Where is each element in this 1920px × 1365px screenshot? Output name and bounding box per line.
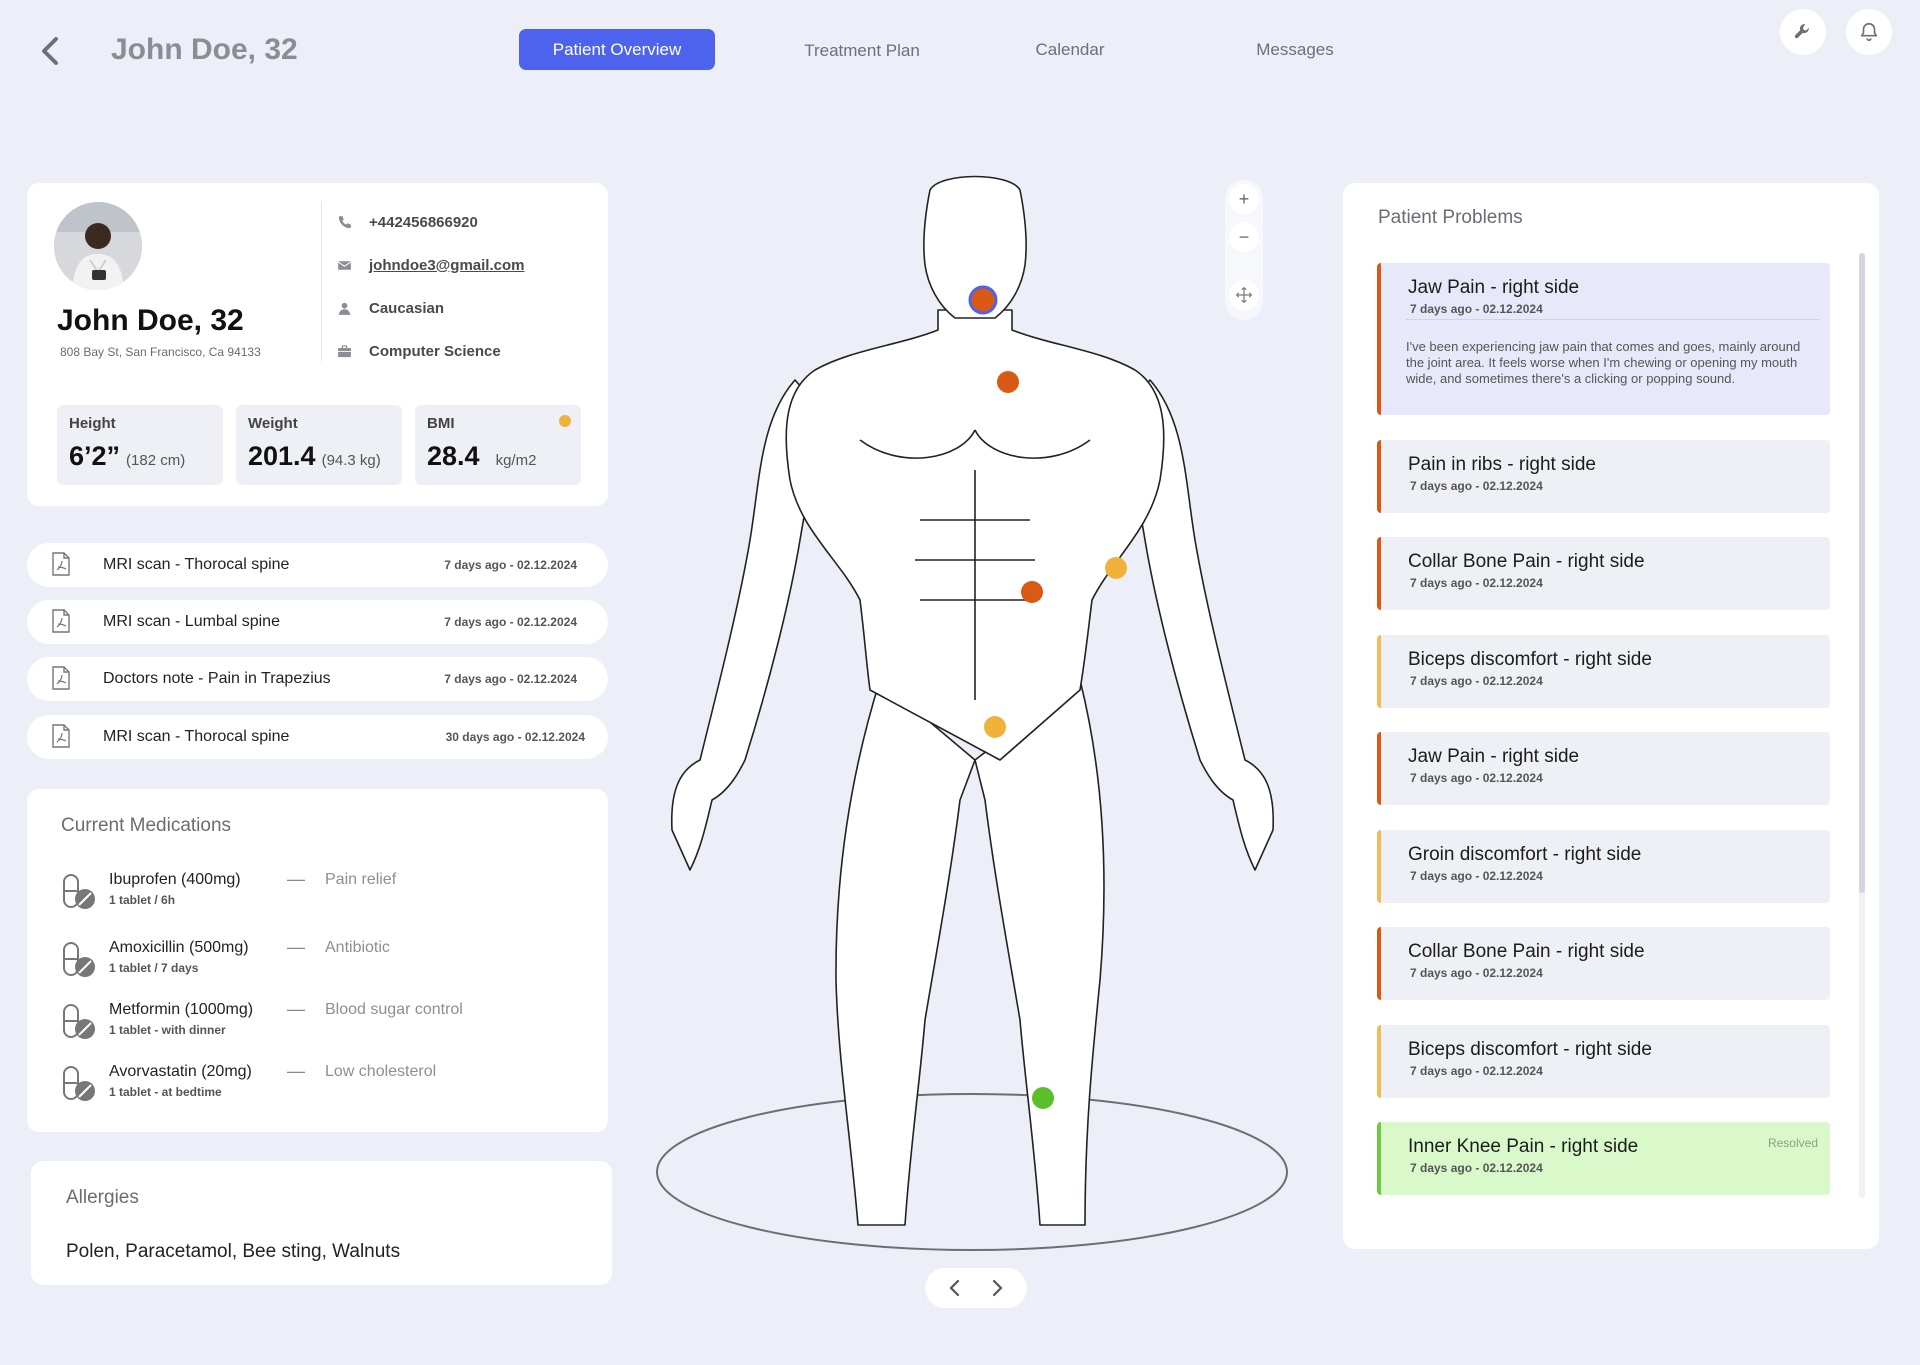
wrench-icon <box>1794 24 1809 39</box>
problem-item[interactable]: Jaw Pain - right side 7 days ago - 02.12… <box>1377 263 1830 415</box>
pain-marker-biceps <box>1105 557 1127 579</box>
back-button[interactable] <box>36 34 66 68</box>
body-view-pager <box>925 1268 1027 1308</box>
contact-ethnicity: Caucasian <box>335 299 444 317</box>
pan-button[interactable] <box>1229 280 1259 310</box>
pain-marker-jaw <box>968 285 998 315</box>
stat-height: Height 6’2”(182 cm) <box>57 405 223 485</box>
medications-card: Current Medications Ibuprofen (400mg) 1 … <box>27 789 608 1132</box>
problem-item[interactable]: Inner Knee Pain - right side 7 days ago … <box>1377 1122 1830 1195</box>
pdf-file-icon <box>52 609 70 633</box>
tab-calendar[interactable]: Calendar <box>1035 40 1105 59</box>
medication-item[interactable]: Metformin (1000mg) 1 tablet - with dinne… <box>61 999 581 1049</box>
medication-item[interactable]: Avorvastatin (20mg) 1 tablet - at bedtim… <box>61 1061 581 1111</box>
scrollbar[interactable] <box>1859 253 1865 1198</box>
problem-item[interactable]: Collar Bone Pain - right side 7 days ago… <box>1377 537 1830 610</box>
problem-item[interactable]: Pain in ribs - right side 7 days ago - 0… <box>1377 440 1830 513</box>
problem-description: I've been experiencing jaw pain that com… <box>1406 339 1801 386</box>
contact-phone[interactable]: +442456866920 <box>335 213 478 231</box>
back-arrow-icon <box>42 37 58 65</box>
scrollbar-thumb[interactable] <box>1859 253 1865 893</box>
phone-icon <box>335 213 353 231</box>
medication-item[interactable]: Amoxicillin (500mg) 1 tablet / 7 days — … <box>61 937 581 987</box>
problem-item[interactable]: Biceps discomfort - right side 7 days ag… <box>1377 1025 1830 1098</box>
contact-email[interactable]: johndoe3@gmail.com <box>335 256 524 274</box>
pill-icon <box>63 942 95 977</box>
zoom-controls: + − <box>1225 180 1263 320</box>
document-item[interactable]: MRI scan - Lumbal spine 7 days ago - 02.… <box>27 600 608 644</box>
pain-marker-collarbone <box>997 371 1019 393</box>
divider <box>1406 319 1820 320</box>
move-icon <box>1236 287 1252 303</box>
problem-item[interactable]: Groin discomfort - right side 7 days ago… <box>1377 830 1830 903</box>
page-title: John Doe, 32 <box>111 33 298 66</box>
floor-ring <box>656 1093 1288 1251</box>
status-badge: Resolved <box>1767 1136 1818 1150</box>
tab-treatment-plan[interactable]: Treatment Plan <box>804 41 920 60</box>
document-item[interactable]: Doctors note - Pain in Trapezius 7 days … <box>27 657 608 701</box>
contact-occupation: Computer Science <box>335 342 501 360</box>
document-item[interactable]: MRI scan - Thorocal spine 7 days ago - 0… <box>27 543 608 587</box>
stat-weight: Weight 201.4(94.3 kg) <box>236 405 402 485</box>
pill-icon <box>63 1004 95 1039</box>
problem-item[interactable]: Biceps discomfort - right side 7 days ag… <box>1377 635 1830 708</box>
pill-icon <box>63 1066 95 1101</box>
tab-messages[interactable]: Messages <box>1256 40 1334 59</box>
patient-address: 808 Bay St, San Francisco, Ca 94133 <box>60 345 261 359</box>
zoom-in-button[interactable]: + <box>1229 184 1259 214</box>
problem-item[interactable]: Jaw Pain - right side 7 days ago - 02.12… <box>1377 732 1830 805</box>
allergies-card: Allergies Polen, Paracetamol, Bee sting,… <box>31 1161 612 1285</box>
tab-patient-overview[interactable]: Patient Overview <box>519 29 715 70</box>
chevron-right-icon[interactable] <box>985 1276 1009 1300</box>
settings-button[interactable] <box>1780 9 1826 55</box>
person-icon <box>335 299 353 317</box>
chevron-left-icon[interactable] <box>943 1276 967 1300</box>
avatar[interactable] <box>54 202 142 290</box>
pain-marker-knee <box>1032 1087 1054 1109</box>
medication-item[interactable]: Ibuprofen (400mg) 1 tablet / 6h — Pain r… <box>61 869 581 919</box>
notifications-button[interactable] <box>1846 9 1892 55</box>
pill-icon <box>63 874 95 909</box>
profile-card: John Doe, 32 808 Bay St, San Francisco, … <box>27 183 608 506</box>
allergies-title: Allergies <box>66 1187 139 1208</box>
pdf-file-icon <box>52 666 70 690</box>
patient-name: John Doe, 32 <box>57 304 244 337</box>
medications-title: Current Medications <box>61 815 232 836</box>
pdf-file-icon <box>52 552 70 576</box>
problems-title: Patient Problems <box>1378 207 1523 228</box>
body-figure <box>670 175 1275 1226</box>
bmi-status-dot <box>559 415 571 427</box>
patient-problems-card: Patient Problems Jaw Pain - right side 7… <box>1343 183 1879 1249</box>
divider <box>321 201 322 361</box>
problem-item[interactable]: Collar Bone Pain - right side 7 days ago… <box>1377 927 1830 1000</box>
pdf-file-icon <box>52 724 70 748</box>
pain-marker-ribs <box>1021 581 1043 603</box>
allergies-list: Polen, Paracetamol, Bee sting, Walnuts <box>66 1241 401 1262</box>
mail-icon <box>335 256 353 274</box>
bell-icon <box>1860 22 1878 42</box>
zoom-out-button[interactable]: − <box>1229 222 1259 252</box>
briefcase-icon <box>335 342 353 360</box>
document-item[interactable]: MRI scan - Thorocal spine 30 days ago - … <box>27 715 608 759</box>
pain-marker-groin <box>984 716 1006 738</box>
body-map[interactable] <box>650 165 1300 1265</box>
